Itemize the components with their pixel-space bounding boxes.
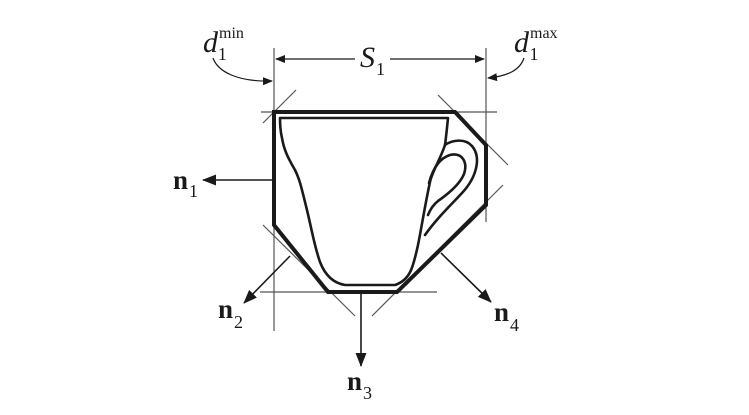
label-n2: n2 xyxy=(218,294,243,332)
support-line-topleft-diag xyxy=(262,89,297,124)
label-s1: S1 xyxy=(360,41,385,79)
d1max-pointer-arrow xyxy=(487,57,525,82)
convex-hull xyxy=(272,110,488,294)
normal-arrow-n4 xyxy=(440,252,492,303)
d1-pointers xyxy=(212,57,525,86)
label-n3: n3 xyxy=(347,366,372,403)
label-n1: n1 xyxy=(173,165,198,201)
cup-handle-outer xyxy=(423,139,479,237)
d1min-pointer-arrow xyxy=(212,57,273,86)
cup-body xyxy=(278,116,450,287)
label-n4: n4 xyxy=(494,297,519,335)
normal-arrow-n2 xyxy=(243,255,291,304)
cup-outline xyxy=(278,116,479,287)
cup-handle-inner xyxy=(426,153,467,217)
normal-vectors xyxy=(202,174,492,367)
supporting-lines xyxy=(260,48,509,331)
